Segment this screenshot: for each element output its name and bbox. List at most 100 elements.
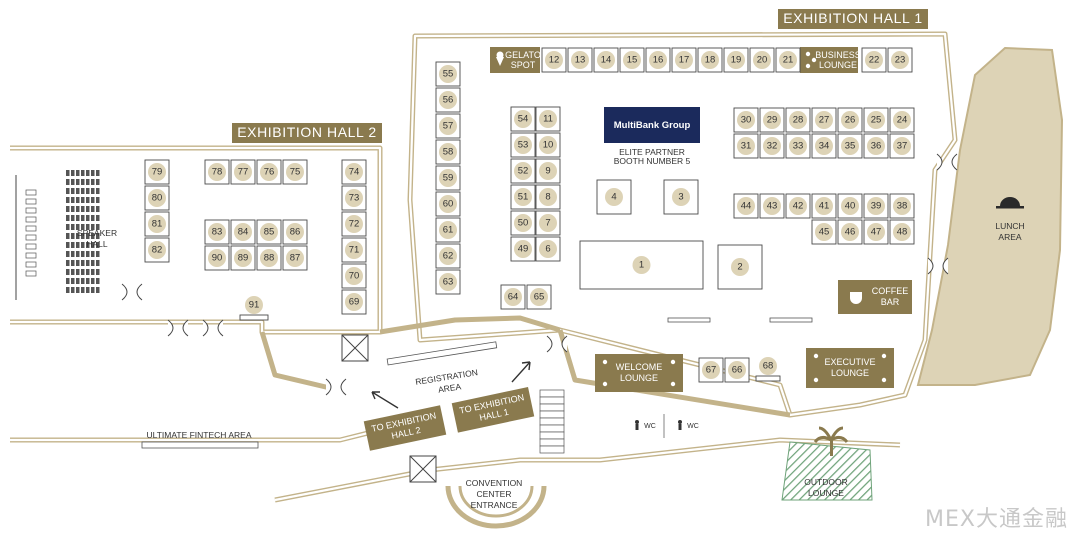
booth-80[interactable]: 80 bbox=[144, 185, 170, 211]
booth-2[interactable]: 2 bbox=[717, 244, 763, 290]
booth-14[interactable]: 14 bbox=[593, 47, 619, 73]
booth-64[interactable]: 64 bbox=[500, 284, 526, 310]
booth-42[interactable]: 42 bbox=[785, 193, 811, 219]
booth-39[interactable]: 39 bbox=[863, 193, 889, 219]
booth-44[interactable]: 44 bbox=[733, 193, 759, 219]
booth-45[interactable]: 45 bbox=[811, 219, 837, 245]
booth-27[interactable]: 27 bbox=[811, 107, 837, 133]
booth-17[interactable]: 17 bbox=[671, 47, 697, 73]
booth-18[interactable]: 18 bbox=[697, 47, 723, 73]
booth-88[interactable]: 88 bbox=[256, 245, 282, 271]
booth-68[interactable]: 68 bbox=[755, 357, 781, 382]
booth-57[interactable]: 57 bbox=[435, 113, 461, 139]
booth-91[interactable]: 91 bbox=[239, 296, 269, 321]
booth-71[interactable]: 71 bbox=[341, 237, 367, 263]
booth-58[interactable]: 58 bbox=[435, 139, 461, 165]
booth-24[interactable]: 24 bbox=[889, 107, 915, 133]
booth-87[interactable]: 87 bbox=[282, 245, 308, 271]
booth-69[interactable]: 69 bbox=[341, 289, 367, 315]
booth-34[interactable]: 34 bbox=[811, 133, 837, 159]
booth-85[interactable]: 85 bbox=[256, 219, 282, 245]
booth-82[interactable]: 82 bbox=[144, 237, 170, 263]
booth-35[interactable]: 35 bbox=[837, 133, 863, 159]
booth-22[interactable]: 22 bbox=[861, 47, 887, 73]
booth-10[interactable]: 10 bbox=[535, 132, 561, 158]
booth-13[interactable]: 13 bbox=[567, 47, 593, 73]
booth-83[interactable]: 83 bbox=[204, 219, 230, 245]
booth-84[interactable]: 84 bbox=[230, 219, 256, 245]
booth-26[interactable]: 26 bbox=[837, 107, 863, 133]
booth-65[interactable]: 65 bbox=[526, 284, 552, 310]
outdoor-lounge[interactable]: OUTDOOR LOUNGE bbox=[781, 426, 873, 501]
booth-1[interactable]: 1 bbox=[579, 240, 704, 290]
booth-48[interactable]: 48 bbox=[889, 219, 915, 245]
booth-46[interactable]: 46 bbox=[837, 219, 863, 245]
booth-89[interactable]: 89 bbox=[230, 245, 256, 271]
booth-47[interactable]: 47 bbox=[863, 219, 889, 245]
booth-86[interactable]: 86 bbox=[282, 219, 308, 245]
booth-8[interactable]: 8 bbox=[535, 184, 561, 210]
booth-75[interactable]: 75 bbox=[282, 159, 308, 185]
booth-23[interactable]: 23 bbox=[887, 47, 913, 73]
booth-49[interactable]: 49 bbox=[510, 236, 536, 262]
booth-28[interactable]: 28 bbox=[785, 107, 811, 133]
booth-31[interactable]: 31 bbox=[733, 133, 759, 159]
booth-16[interactable]: 16 bbox=[645, 47, 671, 73]
to-hall-1-sign[interactable]: TO EXHIBITION HALL 1 bbox=[451, 387, 535, 433]
booth-40[interactable]: 40 bbox=[837, 193, 863, 219]
booth-7[interactable]: 7 bbox=[535, 210, 561, 236]
booth-67[interactable]: 67 bbox=[698, 357, 724, 383]
booth-25[interactable]: 25 bbox=[863, 107, 889, 133]
booth-36[interactable]: 36 bbox=[863, 133, 889, 159]
welcome-lounge[interactable]: WELCOME LOUNGE bbox=[595, 354, 683, 392]
coffee-bar[interactable]: COFFEE BAR bbox=[838, 280, 912, 314]
booth-43[interactable]: 43 bbox=[759, 193, 785, 219]
booth-3[interactable]: 3 bbox=[663, 179, 699, 215]
booth-37[interactable]: 37 bbox=[889, 133, 915, 159]
booth-76[interactable]: 76 bbox=[256, 159, 282, 185]
booth-19[interactable]: 19 bbox=[723, 47, 749, 73]
booth-61[interactable]: 61 bbox=[435, 217, 461, 243]
booth-62[interactable]: 62 bbox=[435, 243, 461, 269]
booth-77[interactable]: 77 bbox=[230, 159, 256, 185]
booth-21[interactable]: 21 bbox=[775, 47, 801, 73]
booth-52[interactable]: 52 bbox=[510, 158, 536, 184]
booth-11[interactable]: 11 bbox=[535, 106, 561, 132]
booth-38[interactable]: 38 bbox=[889, 193, 915, 219]
booth-marker bbox=[727, 51, 745, 69]
booth-29[interactable]: 29 bbox=[759, 107, 785, 133]
booth-20[interactable]: 20 bbox=[749, 47, 775, 73]
business-lounge[interactable]: BUSINESS LOUNGE bbox=[800, 47, 861, 73]
booth-81[interactable]: 81 bbox=[144, 211, 170, 237]
booth-60[interactable]: 60 bbox=[435, 191, 461, 217]
booth-6[interactable]: 6 bbox=[535, 236, 561, 262]
booth-74[interactable]: 74 bbox=[341, 159, 367, 185]
booth-59[interactable]: 59 bbox=[435, 165, 461, 191]
booth-12[interactable]: 12 bbox=[541, 47, 567, 73]
booth-90[interactable]: 90 bbox=[204, 245, 230, 271]
booth-73[interactable]: 73 bbox=[341, 185, 367, 211]
booth-41[interactable]: 41 bbox=[811, 193, 837, 219]
booth-66[interactable]: 66 bbox=[724, 357, 750, 383]
booth-32[interactable]: 32 bbox=[759, 133, 785, 159]
booth-50[interactable]: 50 bbox=[510, 210, 536, 236]
booth-54[interactable]: 54 bbox=[510, 106, 536, 132]
gelato-spot[interactable]: GELATO SPOT bbox=[490, 47, 541, 73]
booth-70[interactable]: 70 bbox=[341, 263, 367, 289]
booth-78[interactable]: 78 bbox=[204, 159, 230, 185]
booth-55[interactable]: 55 bbox=[435, 61, 461, 87]
executive-lounge[interactable]: EXECUTIVE LOUNGE bbox=[806, 348, 894, 388]
seat bbox=[86, 170, 90, 176]
booth-9[interactable]: 9 bbox=[535, 158, 561, 184]
booth-79[interactable]: 79 bbox=[144, 159, 170, 185]
booth-63[interactable]: 63 bbox=[435, 269, 461, 295]
booth-4[interactable]: 4 bbox=[596, 179, 632, 215]
booth-33[interactable]: 33 bbox=[785, 133, 811, 159]
booth-15[interactable]: 15 bbox=[619, 47, 645, 73]
to-hall-2-sign[interactable]: TO EXHIBITION HALL 2 bbox=[363, 405, 447, 451]
booth-56[interactable]: 56 bbox=[435, 87, 461, 113]
booth-30[interactable]: 30 bbox=[733, 107, 759, 133]
booth-72[interactable]: 72 bbox=[341, 211, 367, 237]
booth-53[interactable]: 53 bbox=[510, 132, 536, 158]
booth-51[interactable]: 51 bbox=[510, 184, 536, 210]
